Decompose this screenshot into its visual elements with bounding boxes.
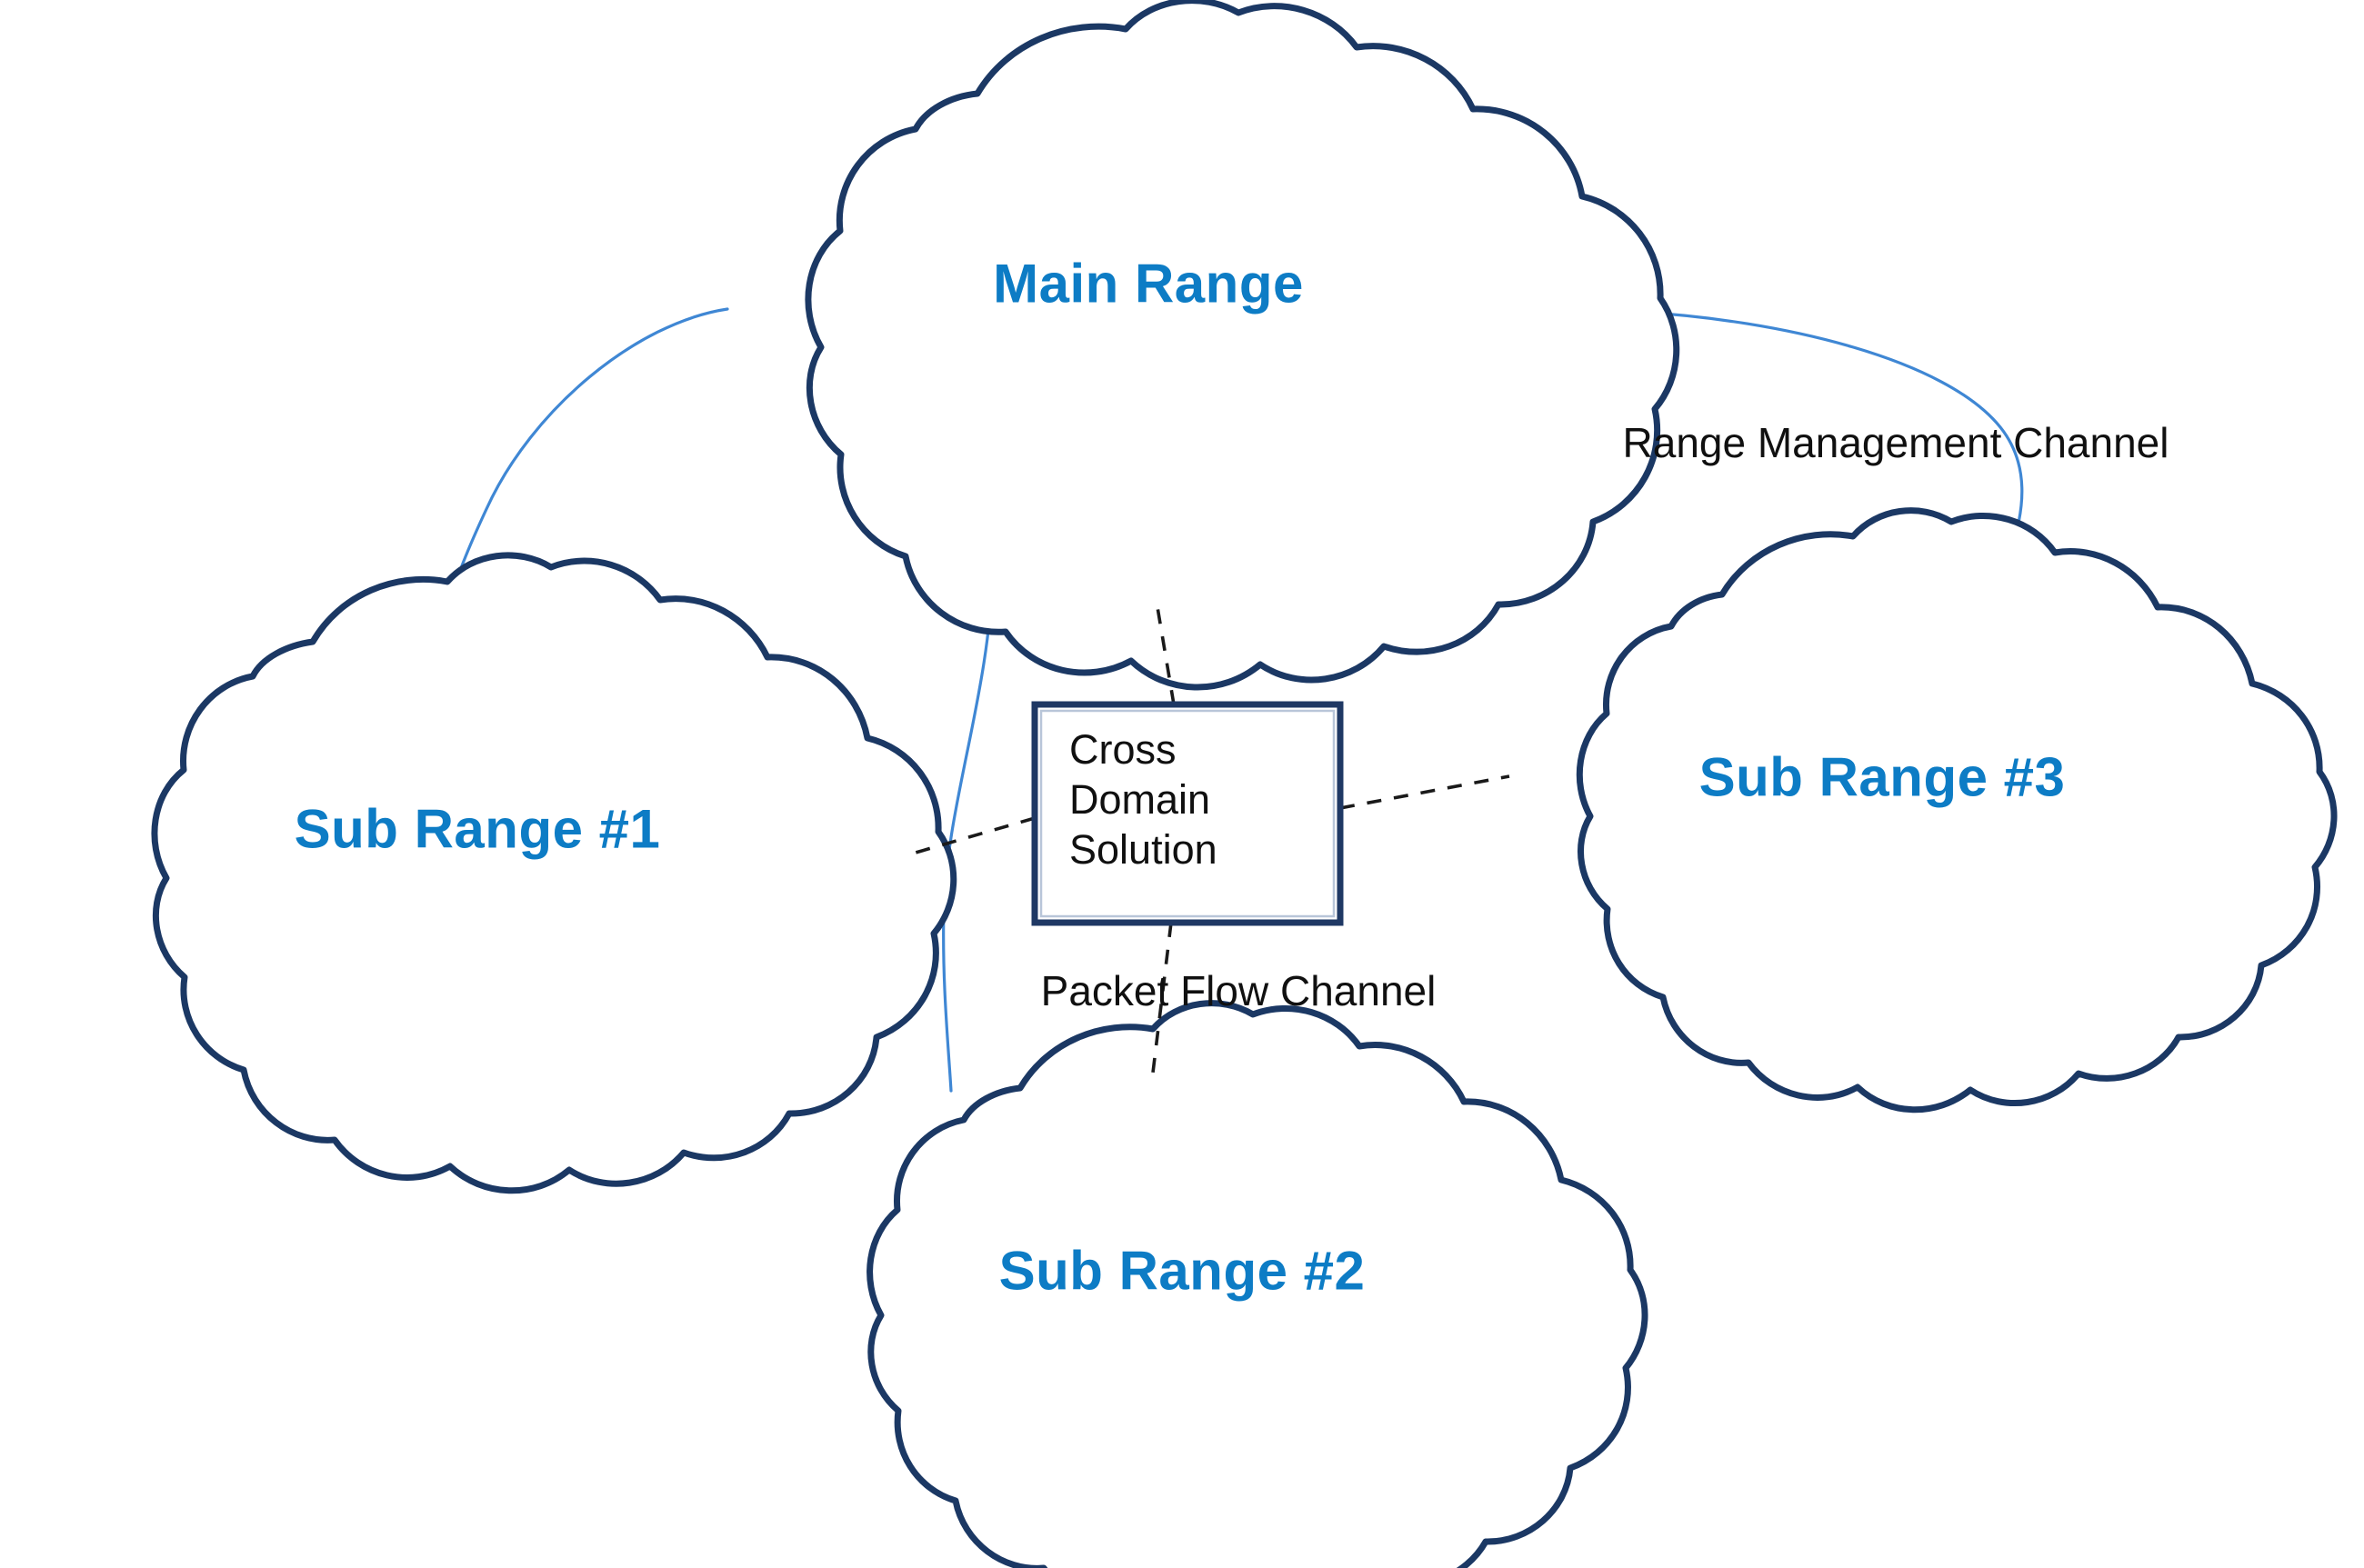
packet-flow-links (908, 601, 1510, 1074)
link-main-to-sub2-management[interactable] (942, 562, 995, 1093)
cloud-main-range[interactable] (805, 0, 1680, 691)
cloud-sub-range-2-shape (866, 1000, 1648, 1568)
label-range-management-channel: Range Management Channel (1622, 419, 2169, 466)
link-cds-to-main-packet[interactable] (1155, 601, 1176, 705)
link-main-to-sub3-management[interactable] (1635, 310, 2024, 556)
link-cds-to-sub1-packet[interactable] (908, 816, 1036, 856)
cloud-sub-range-3-shape (1576, 507, 2338, 1114)
cloud-sub-range-1-shape (151, 552, 957, 1194)
cross-domain-solution-box[interactable] (1031, 701, 1344, 926)
cds-box-text: Cross Domain Solution (1069, 725, 1217, 875)
cloud-sub-range-2[interactable] (866, 1000, 1648, 1568)
cloud-main-range-shape (805, 0, 1680, 691)
cds-text-line-1: Cross (1069, 726, 1177, 773)
label-packet-flow-channel: Packet Flow Channel (1040, 967, 1437, 1014)
cds-text-line-2: Domain (1069, 775, 1211, 823)
cds-text-line-3: Solution (1069, 825, 1217, 873)
cloud-sub-range-3[interactable] (1576, 507, 2338, 1114)
cds-box-outline (1031, 701, 1344, 926)
cds-box-inner-edge (1039, 709, 1336, 918)
link-cds-to-sub3-packet[interactable] (1339, 774, 1510, 810)
cloud-sub-range-1[interactable] (151, 552, 957, 1194)
